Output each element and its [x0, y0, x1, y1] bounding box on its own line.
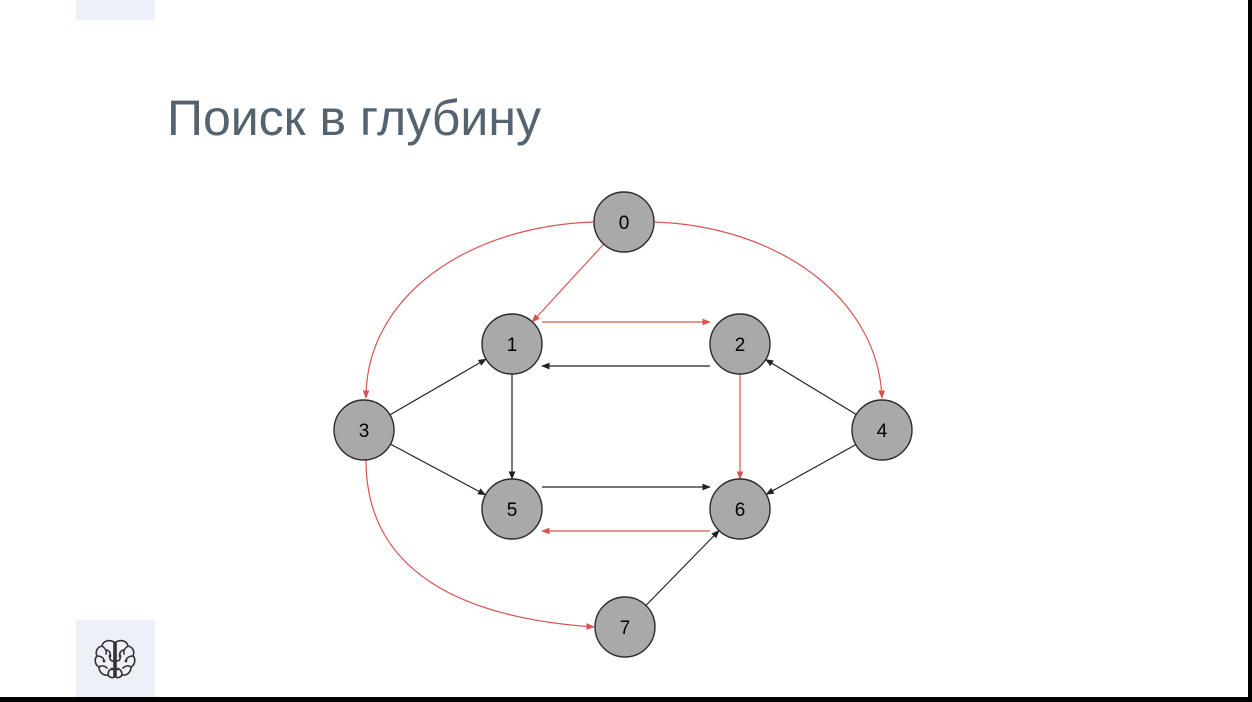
- graph-node-3: 3: [333, 399, 395, 461]
- edge-4-2: [764, 358, 857, 416]
- graph-node-5: 5: [481, 478, 543, 540]
- edge-0-4: [653, 221, 886, 399]
- node-label: 5: [507, 500, 518, 521]
- node-circle: [481, 478, 543, 540]
- node-circle: [594, 596, 656, 658]
- top-tab: [76, 0, 155, 20]
- node-circle: [481, 313, 543, 375]
- node-label: 6: [735, 500, 746, 521]
- edge-3-5: [390, 443, 487, 496]
- node-label: 3: [359, 421, 370, 442]
- window-right-edge: [1248, 0, 1252, 702]
- edge-0-3: [362, 221, 595, 399]
- node-circle: [333, 399, 395, 461]
- graph-node-6: 6: [709, 478, 771, 540]
- slide-title: Поиск в глубину: [167, 90, 541, 146]
- graph-node-1: 1: [481, 313, 543, 375]
- node-circle: [709, 313, 771, 375]
- graph-node-2: 2: [709, 313, 771, 375]
- graph-node-0: 0: [593, 191, 655, 253]
- logo-box: [76, 620, 155, 697]
- edges-layer: [362, 221, 886, 630]
- graph-node-4: 4: [851, 399, 913, 461]
- edge-3-7: [365, 459, 595, 630]
- edge-7-6: [645, 529, 720, 606]
- brain-icon: [94, 639, 136, 679]
- edge-0-1: [531, 243, 605, 323]
- node-circle: [709, 478, 771, 540]
- node-label: 1: [507, 335, 518, 356]
- node-label: 0: [619, 213, 630, 234]
- window-bottom-edge: [0, 697, 1252, 702]
- node-label: 4: [877, 421, 888, 442]
- node-label: 7: [620, 618, 631, 639]
- edge-4-6: [765, 444, 857, 495]
- nodes-layer: 0 1 2 3 4 5 6 7: [333, 191, 913, 658]
- node-label: 2: [735, 335, 746, 356]
- node-circle: [593, 191, 655, 253]
- graph-node-7: 7: [594, 596, 656, 658]
- node-circle: [851, 399, 913, 461]
- edge-3-1: [389, 358, 487, 416]
